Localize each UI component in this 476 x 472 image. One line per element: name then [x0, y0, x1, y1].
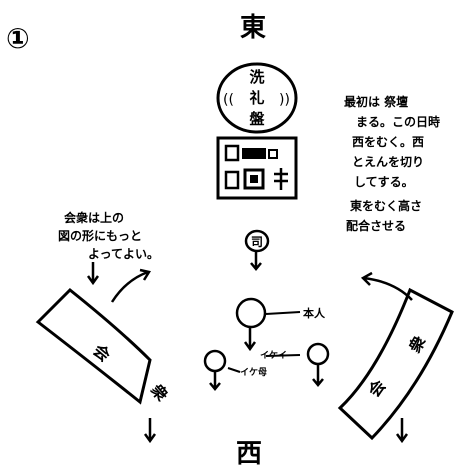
note-left-line-3: よってよい。	[88, 247, 159, 261]
direction-west: 西	[236, 439, 262, 469]
person-main-label: 本人	[303, 306, 326, 320]
altar-table	[216, 136, 298, 200]
godparent-right: イケイ	[260, 342, 330, 387]
page-number: ①	[6, 22, 30, 55]
person-main: 本人	[235, 297, 326, 352]
note-right: 最初は 祭壇 まる。この日時 西をむく。西 とえんを切り してする。 東をむく高…	[344, 94, 440, 233]
baptismal-font: (( )) 洗 礼 盤	[216, 62, 298, 134]
note-right-line-6: 東をむく高さ	[350, 198, 422, 213]
note-left-line-2: 図の形にもっと	[58, 229, 142, 243]
godfather-label: イケイ	[260, 350, 287, 361]
pew-right-char-1: 会	[365, 376, 390, 400]
note-right-line-1: 最初は 祭壇	[344, 94, 408, 109]
arrow-right-move	[360, 271, 413, 301]
pew-left-char-2: 衆	[147, 380, 172, 404]
pew-left-char-1: 会	[89, 341, 113, 366]
baptismal-font-label-1: 洗	[249, 68, 264, 86]
direction-east: 東	[240, 13, 266, 43]
godmother-label: イケ母	[240, 367, 267, 378]
note-left: 会衆は上の 図の形にもっと よってよい。	[58, 210, 159, 261]
pew-right: 会 衆	[337, 287, 454, 444]
note-right-line-3: 西をむく。西	[352, 135, 424, 149]
note-left-line-1: 会衆は上の	[64, 210, 124, 225]
note-right-line-2: まる。この日時	[356, 114, 440, 129]
baptismal-font-label-3: 盤	[248, 110, 265, 128]
pew-right-char-2: 衆	[405, 333, 429, 356]
pulpit: 司	[244, 229, 270, 271]
baptismal-font-label-2: 礼	[249, 89, 264, 107]
note-right-line-5: してする。	[354, 175, 414, 189]
arrow-left-move	[110, 268, 151, 303]
note-right-line-4: とえんを切り	[352, 155, 424, 169]
godparent-left: イケ母	[203, 349, 267, 391]
pulpit-label: 司	[251, 235, 263, 249]
arrow-left-note	[86, 262, 100, 286]
baptismal-font-paren-right: ))	[279, 92, 290, 108]
note-right-line-7: 配合させる	[346, 218, 406, 233]
pew-left: 会 衆	[35, 287, 172, 444]
baptismal-font-paren-left: ((	[223, 92, 234, 108]
